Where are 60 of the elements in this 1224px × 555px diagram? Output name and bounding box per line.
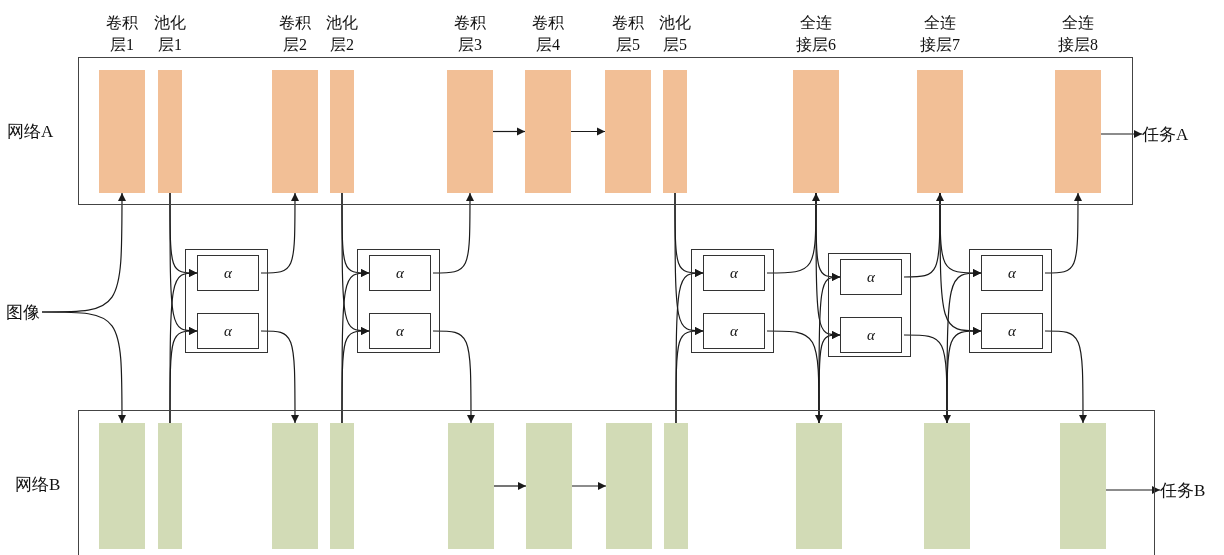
- layer-label: 池化层5: [658, 13, 692, 55]
- layer-block: [448, 423, 494, 549]
- weight-box: α: [840, 317, 902, 353]
- layer-label: 卷积层4: [531, 13, 565, 55]
- layer-block: [1060, 423, 1106, 549]
- layer-block: [664, 423, 688, 549]
- arrow: [41, 311, 127, 424]
- weight-box: α: [369, 255, 431, 291]
- arrow: [1044, 330, 1088, 424]
- arrow: [946, 326, 982, 424]
- cross-stitch-unit: [969, 249, 1052, 353]
- layer-label: 全连接层6: [795, 13, 837, 55]
- cross-stitch-unit: [691, 249, 774, 353]
- layer-label: 池化层1: [153, 13, 187, 55]
- layer-label: 卷积层3: [453, 13, 487, 55]
- task-label: 任务A: [1142, 120, 1189, 148]
- arrow: [570, 127, 606, 136]
- arrow: [675, 326, 704, 424]
- network-label: 网络A: [7, 121, 54, 143]
- arrow: [571, 481, 607, 491]
- layer-label: 池化层2: [325, 13, 359, 55]
- layer-block: [330, 423, 354, 549]
- input-label: 图像: [6, 298, 40, 326]
- layer-block: [796, 423, 842, 549]
- layer-block: [606, 423, 652, 549]
- layer-block: [924, 423, 970, 549]
- layer-block: [158, 423, 182, 549]
- arrow: [1100, 129, 1143, 139]
- arrow: [169, 326, 198, 424]
- layer-block: [272, 423, 318, 549]
- layer-label: 卷积层1: [105, 13, 139, 55]
- layer-label: 全连接层7: [919, 13, 961, 55]
- weight-box: α: [197, 255, 259, 291]
- network-label: 网络B: [15, 474, 61, 496]
- arrow: [1044, 192, 1083, 274]
- cross-stitch-unit: [185, 249, 268, 353]
- layer-block: [526, 423, 572, 549]
- task-label: 任务B: [1160, 476, 1206, 504]
- cross-stitch-unit: [357, 249, 440, 353]
- weight-box: α: [981, 313, 1043, 349]
- weight-box: α: [703, 313, 765, 349]
- cross-stitch-unit: [828, 253, 911, 357]
- arrow: [818, 330, 841, 424]
- arrow: [432, 192, 475, 274]
- arrow: [432, 330, 476, 424]
- weight-box: α: [197, 313, 259, 349]
- layer-label: 卷积层5: [611, 13, 645, 55]
- arrow: [260, 330, 300, 424]
- weight-box: α: [369, 313, 431, 349]
- arrow: [1105, 485, 1161, 495]
- layer-label: 全连接层8: [1057, 13, 1099, 55]
- arrow: [493, 481, 527, 491]
- layer-block: [99, 423, 145, 549]
- weight-box: α: [981, 255, 1043, 291]
- layer-label: 卷积层2: [278, 13, 312, 55]
- arrow: [341, 326, 370, 424]
- arrow: [492, 127, 526, 136]
- weight-box: α: [840, 259, 902, 295]
- arrow: [260, 192, 300, 274]
- weight-box: α: [703, 255, 765, 291]
